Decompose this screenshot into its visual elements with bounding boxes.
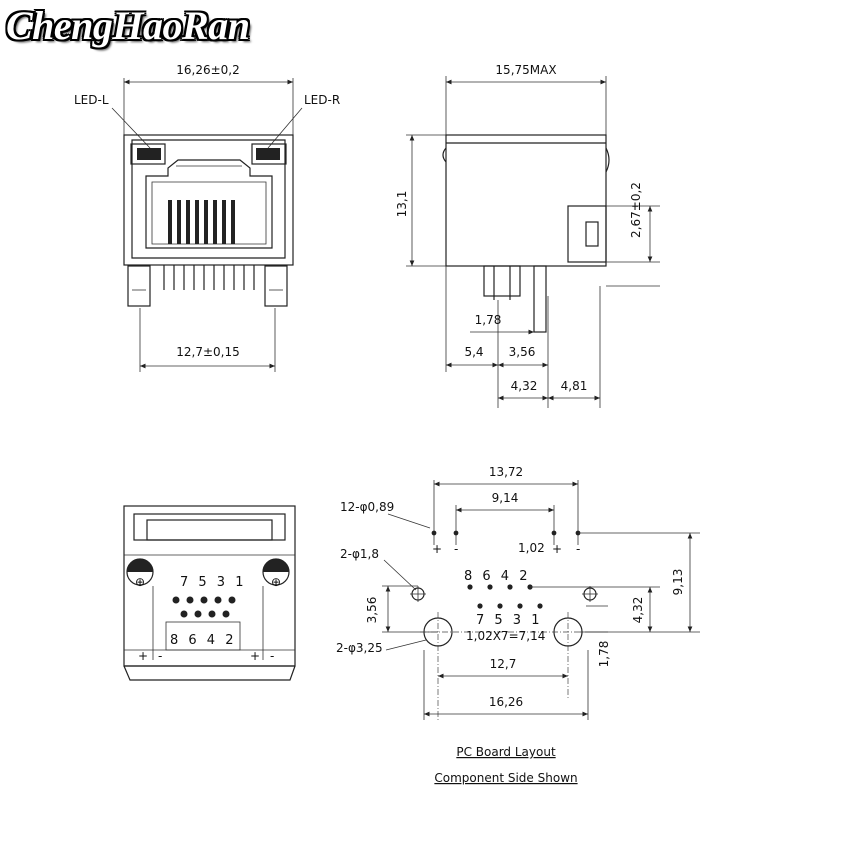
pcb-minus-2: - [576,542,580,556]
pcb-pitch-dim: 1,02X7=7,14 [466,629,545,643]
pcb-subtitle: Component Side Shown [434,771,577,785]
pcb-title: PC Board Layout [456,745,556,759]
pcb-dim-13-72: 13,72 [489,465,523,479]
led-l-label: LED-L [74,93,109,107]
side-view: 15,75MAX 13,1 2,67±0,2 [395,63,660,408]
jack-contacts [168,200,235,244]
pcb-hole-small-label: 12-φ0,89 [340,500,394,514]
led-height-dim: 2,67±0,2 [629,182,643,238]
pcb-dim-9-14: 9,14 [492,491,519,505]
side-dim-4-81: 4,81 [561,379,588,393]
pcb-dim-1-02: 1,02 [518,541,545,555]
side-width-dim: 15,75MAX [495,63,556,77]
pcb-dim-1-78: 1,78 [597,641,611,668]
pcb-dim-12-7: 12,7 [490,657,517,671]
led-plus-right: + [250,649,260,663]
side-dim-3-56: 3,56 [509,345,536,359]
pcb-hole-led-label: 2-φ1,8 [340,547,379,561]
bottom-pin-dots [172,596,236,618]
pcb-dim-16-26: 16,26 [489,695,523,709]
svg-text:⊕: ⊕ [135,575,145,589]
led-minus-right: - [270,649,274,663]
front-pins [163,265,255,290]
pcb-minus-1: - [454,542,458,556]
side-dim-1-78: 1,78 [475,313,502,327]
bottom-view: ⊕ ⊕ 7 5 3 1 8 6 4 2 + - + [123,505,296,681]
side-dim-4-32: 4,32 [511,379,538,393]
side-dim-5-4: 5,4 [464,345,483,359]
pcb-plus-1: + [432,542,442,556]
side-height-dim: 13,1 [395,191,409,218]
pcb-plus-2: + [552,542,562,556]
pcb-hole-big-label: 2-φ3,25 [336,641,383,655]
led-left-window [137,148,161,160]
led-right-window [256,148,280,160]
bottom-bottom-pin-row: 8 6 4 2 [170,633,236,648]
led-minus-left: - [158,649,162,663]
pin-span-dim: 12,7±0,15 [176,345,240,359]
front-width-dim: 16,26±0,2 [176,63,240,77]
pcb-layout: 13,72 9,14 12-φ0,89 1,02 + - + - 2-φ1,8 [336,465,700,785]
led-plus-left: + [138,649,148,663]
pcb-bottom-pin-row: 7 5 3 1 [476,613,542,628]
pcb-small-holes [431,530,581,536]
pcb-pin-holes [467,584,543,609]
pcb-dim-4-32: 4,32 [631,597,645,624]
pcb-dim-3-56: 3,56 [365,597,379,624]
led-r-label: LED-R [304,93,340,107]
brand-watermark: ChengHaoRan [6,3,250,48]
bottom-top-pin-row: 7 5 3 1 [180,575,246,590]
pcb-top-pin-row: 8 6 4 2 [464,569,530,584]
pcb-dim-9-13: 9,13 [671,569,685,596]
svg-text:⊕: ⊕ [271,575,281,589]
front-view: 16,26±0,2 LED-L LED-R [74,63,340,372]
